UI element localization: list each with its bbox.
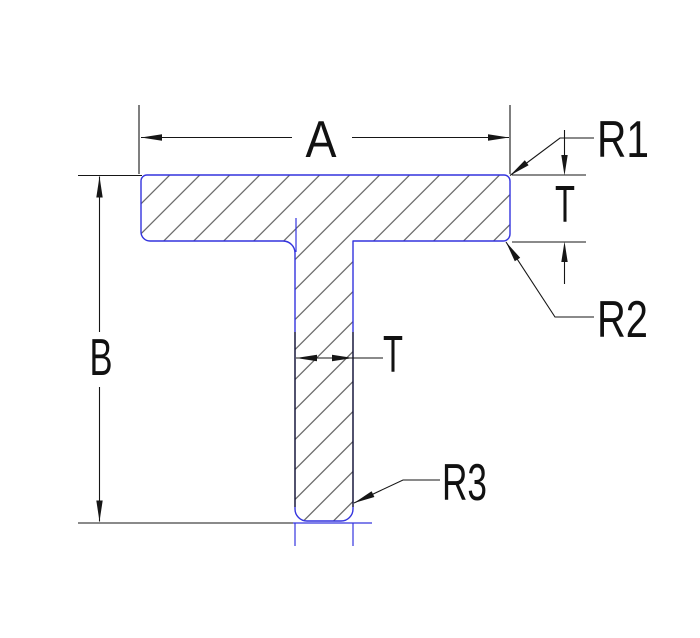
t-section-profile: [140, 174, 511, 522]
leader-r1: [509, 137, 594, 176]
dim-b-arrow-top: [96, 176, 103, 198]
dim-t-flange-arrow-up: [561, 241, 568, 262]
radius-r2-label: R2: [597, 291, 648, 349]
leader-r3: [353, 479, 440, 504]
dim-t-flange-arrow-down: [561, 155, 568, 176]
profile-geometry-group: [140, 174, 511, 546]
leader-r2: [505, 241, 594, 318]
radius-r3-label: R3: [442, 454, 487, 512]
dim-t-flange-label: T: [555, 176, 575, 234]
leader-r2-line: [505, 241, 594, 318]
dim-t-flange: [512, 130, 586, 284]
dim-b-label: B: [90, 329, 113, 387]
leader-r1-arrow: [510, 160, 529, 176]
dim-t-stem-arrow-left: [296, 354, 317, 362]
dim-t-stem-arrow-right: [332, 354, 353, 362]
leader-r3-arrow: [354, 491, 375, 503]
dim-a-arrow-right: [488, 134, 509, 141]
leader-r2-arrow: [506, 242, 521, 262]
stem-edge-extension-group: [294, 332, 354, 507]
dim-t-stem-label: T: [383, 326, 403, 384]
dim-b: [78, 174, 293, 524]
dim-b-arrow-bottom: [96, 500, 103, 522]
radius-r1-label: R1: [597, 111, 649, 169]
dimension-group: [78, 105, 594, 524]
label-group: A B T T R1 R2 R3: [90, 111, 650, 512]
dim-t-stem: [296, 354, 383, 362]
dim-a-arrow-left: [141, 134, 162, 141]
dim-a: [138, 105, 511, 174]
dim-a-label: A: [306, 111, 337, 169]
